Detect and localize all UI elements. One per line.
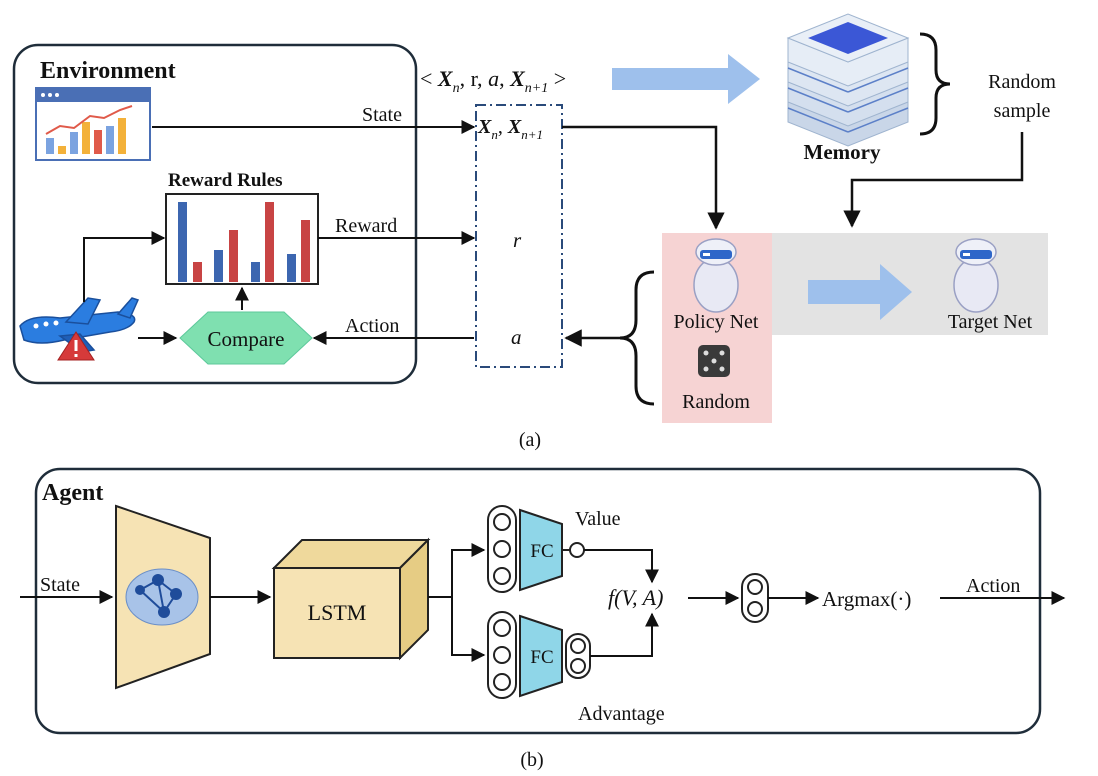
memory-stack-icon — [786, 13, 910, 147]
caption-a: (a) — [519, 429, 541, 451]
advantage-label: Advantage — [578, 703, 665, 725]
environment-title: Environment — [40, 58, 176, 84]
environment-box — [12, 43, 418, 385]
advantage-fc-label: FC — [530, 647, 553, 668]
sample-to-target-arrow — [843, 132, 1024, 228]
advantage-to-combine-arrow — [590, 612, 659, 657]
buffer-state-vars: Xn, Xn+1 — [477, 116, 543, 142]
memory-label: Memory — [804, 140, 881, 164]
value-fc-block — [519, 508, 563, 592]
agent-title: Agent — [42, 480, 103, 506]
q-output-layer — [741, 573, 769, 623]
value-label: Value — [575, 508, 621, 530]
buffer-reward-var: r — [513, 228, 522, 252]
buffer-to-policy-arrow — [562, 125, 725, 230]
advantage-output-layer — [565, 633, 591, 679]
plane-to-reward-arrow — [83, 231, 166, 302]
random-sample-brace — [919, 32, 951, 136]
lstm-cube — [271, 537, 431, 661]
target-net-label: Target Net — [948, 311, 1033, 333]
airplane-icon — [19, 297, 140, 353]
value-to-combine-arrow — [584, 549, 659, 584]
action-signal-label: Action — [345, 315, 399, 337]
policy-to-target-arrow — [808, 264, 912, 320]
lstm-to-advantage-arrow — [451, 597, 486, 662]
brain-network-icon — [125, 568, 199, 626]
value-input-layer — [487, 505, 517, 593]
agent-box — [34, 467, 1042, 735]
advantage-fc-block — [519, 614, 563, 698]
warning-icon — [57, 331, 95, 361]
agent-action-label: Action — [966, 575, 1020, 597]
random-label: Random — [682, 391, 750, 413]
target-robot-icon — [953, 238, 999, 313]
reward-rules-label: Reward Rules — [168, 170, 283, 191]
argmax-label: Argmax(·) — [822, 587, 911, 611]
lstm-to-value-arrow — [428, 543, 486, 598]
reward-signal-label: Reward — [335, 215, 397, 237]
random-sample-line2: sample — [994, 100, 1051, 122]
value-fc-label: FC — [530, 541, 553, 562]
policy-random-brace — [619, 270, 655, 406]
policy-robot-icon — [693, 238, 739, 313]
compare-label: Compare — [208, 327, 285, 351]
policy-net-label: Policy Net — [674, 311, 759, 333]
chart-window-icon — [35, 87, 151, 161]
transition-tuple: < Xn, r, a, Xn+1 > — [420, 66, 566, 96]
advantage-input-layer — [487, 611, 517, 699]
state-signal-label: State — [362, 104, 402, 126]
random-sample-line1: Random — [988, 71, 1056, 93]
buffer-action-var: a — [511, 325, 522, 349]
compare-diamond — [179, 311, 313, 365]
lstm-label: LSTM — [308, 600, 367, 625]
transition-buffer-box — [475, 104, 563, 368]
value-node — [569, 542, 585, 558]
reward-rules-bars — [178, 202, 310, 282]
combine-function: f(V, A) — [608, 585, 663, 610]
caption-b: (b) — [520, 749, 543, 771]
dice-icon — [698, 345, 730, 377]
agent-state-label: State — [40, 574, 80, 596]
to-memory-arrow — [612, 54, 760, 104]
